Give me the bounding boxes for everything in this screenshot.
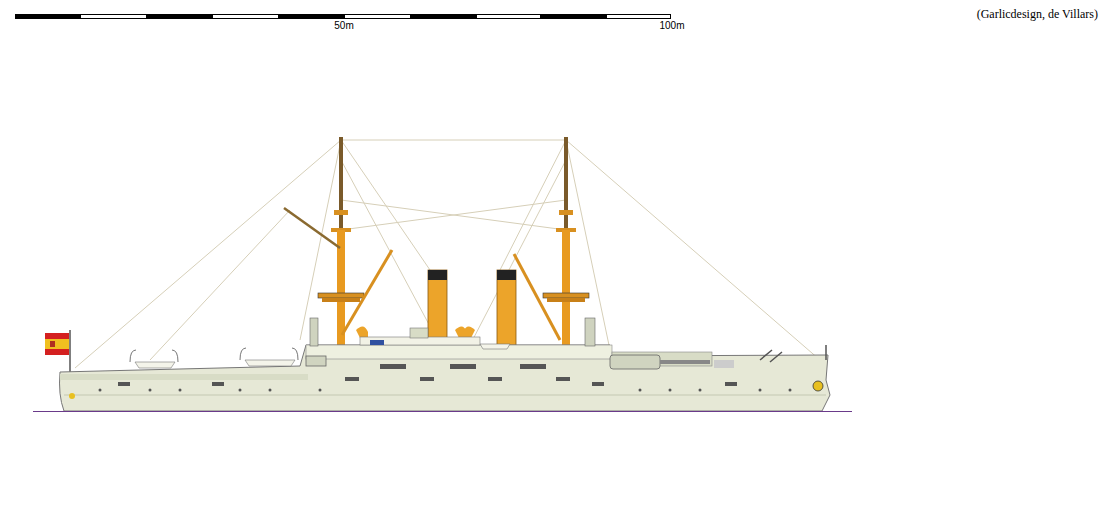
credit-note: (Garlicdesign, de Villars) xyxy=(977,8,1098,20)
rigging xyxy=(75,140,820,368)
hull xyxy=(33,345,852,412)
scale-label: 50m xyxy=(334,21,353,31)
casemates xyxy=(99,364,792,392)
scale-bar xyxy=(16,15,671,19)
scale-label: 100m xyxy=(659,21,684,31)
ensign xyxy=(45,330,70,372)
upper-works xyxy=(130,318,826,369)
masts xyxy=(284,137,589,347)
funnels xyxy=(356,270,516,347)
